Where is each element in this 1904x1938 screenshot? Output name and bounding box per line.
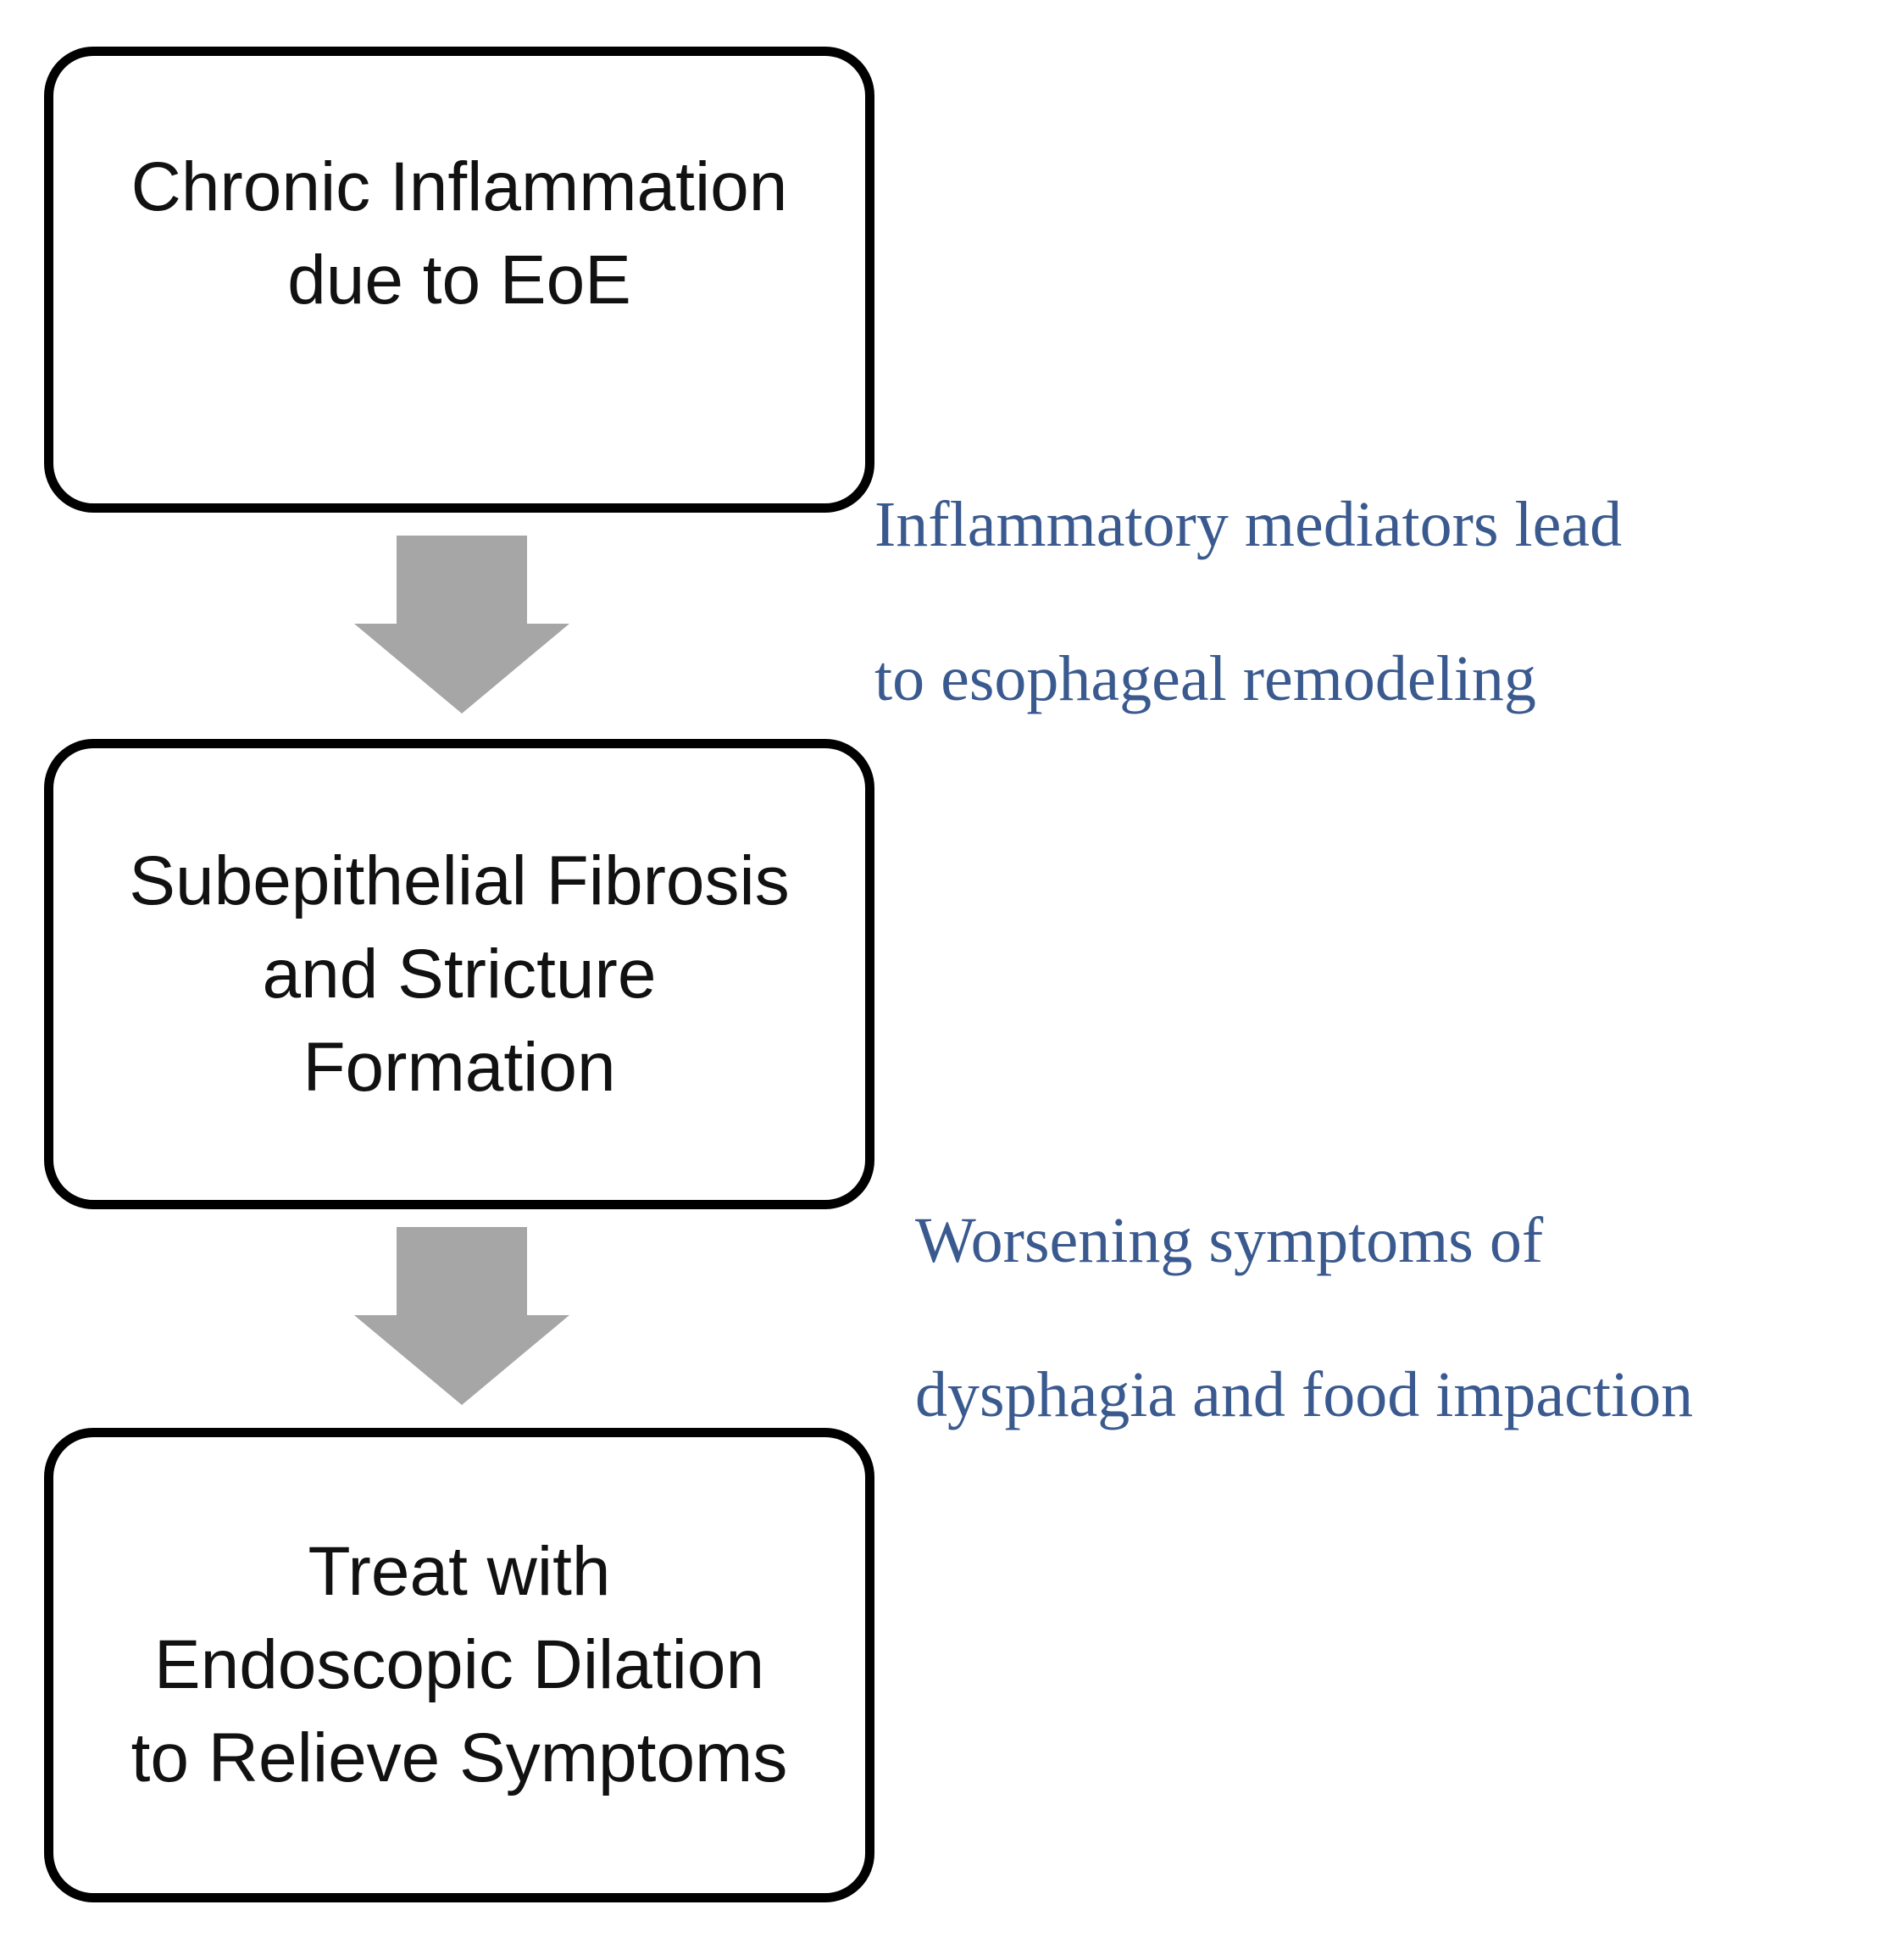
- flow-step-label: Chronic Inflammation due to EoE: [130, 148, 788, 319]
- annotation-worsening-symptoms: Worsening symptoms of dysphagia and food…: [915, 1205, 1694, 1430]
- down-arrow-icon: [354, 536, 569, 714]
- flow-step-label: Treat with Endoscopic Dilation to Reliev…: [130, 1533, 788, 1796]
- down-arrow-icon: [354, 1227, 569, 1405]
- flow-step-subepithelial-fibrosis: Subepithelial Fibrosis and Stricture For…: [44, 739, 874, 1209]
- flow-step-chronic-inflammation: Chronic Inflammation due to EoE: [44, 47, 874, 513]
- flow-step-label: Subepithelial Fibrosis and Stricture For…: [129, 841, 790, 1106]
- flow-step-endoscopic-dilation: Treat with Endoscopic Dilation to Reliev…: [44, 1428, 874, 1902]
- annotation-remodeling: Inflammatory mediators lead to esophagea…: [874, 489, 1623, 714]
